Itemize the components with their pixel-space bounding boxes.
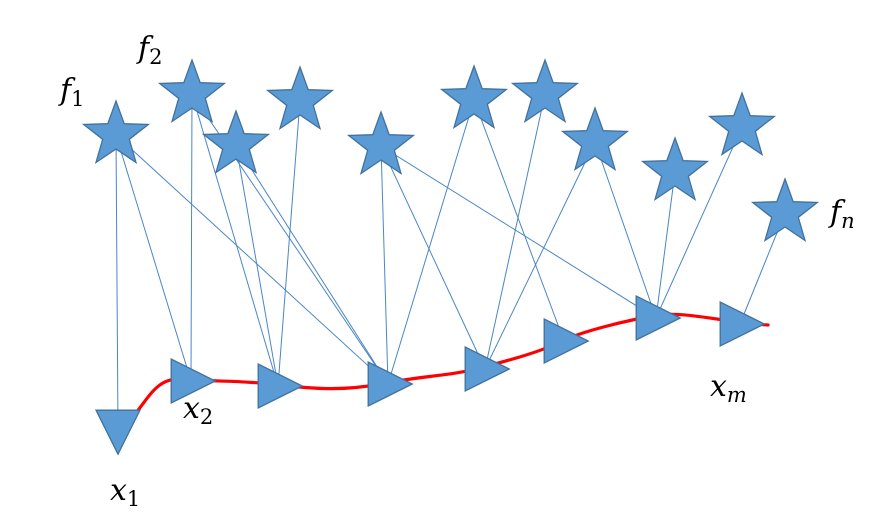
observation-edge bbox=[655, 126, 743, 319]
observation-edge bbox=[594, 141, 657, 319]
label-fn: fn bbox=[828, 195, 855, 233]
star-icon bbox=[510, 58, 580, 124]
robot-poses bbox=[94, 294, 766, 456]
triangle-icon bbox=[719, 300, 766, 348]
star-icon bbox=[439, 64, 509, 130]
label-f2-sub: 2 bbox=[149, 45, 162, 69]
observation-edge bbox=[191, 93, 279, 387]
triangle-icon bbox=[543, 317, 590, 365]
label-x1-sub: 1 bbox=[127, 487, 140, 511]
observation-edge bbox=[484, 141, 596, 370]
star-icon bbox=[265, 65, 335, 131]
landmarks bbox=[81, 58, 820, 243]
star-icon bbox=[640, 136, 710, 202]
star-icon bbox=[201, 109, 271, 175]
triangle-icon bbox=[635, 294, 682, 342]
observation-edge bbox=[655, 171, 676, 319]
observation-edge bbox=[190, 93, 193, 382]
observation-edge bbox=[235, 144, 389, 385]
star-icon bbox=[560, 106, 630, 172]
observation-edge bbox=[115, 134, 192, 382]
label-xm-base: x bbox=[710, 369, 727, 404]
observation-edge bbox=[380, 145, 657, 319]
label-x2-base: x bbox=[183, 391, 200, 426]
observation-edge bbox=[387, 99, 475, 385]
star-icon bbox=[157, 58, 227, 124]
label-f2: f2 bbox=[136, 31, 162, 69]
observation-edge bbox=[235, 144, 279, 387]
observation-edge bbox=[380, 145, 486, 370]
label-f1-sub: 1 bbox=[71, 87, 84, 111]
star-icon bbox=[750, 177, 820, 243]
label-fn-sub: n bbox=[841, 209, 855, 233]
star-icon bbox=[346, 110, 416, 176]
label-x1-base: x bbox=[110, 473, 127, 508]
label-x2: x2 bbox=[183, 391, 213, 429]
label-x2-sub: 2 bbox=[200, 405, 213, 429]
triangle-icon bbox=[367, 360, 414, 408]
star-icon bbox=[81, 99, 151, 165]
triangle-icon bbox=[94, 409, 142, 456]
robot-trajectory bbox=[133, 312, 770, 416]
star-icon bbox=[707, 91, 777, 157]
label-f1: f1 bbox=[58, 73, 84, 111]
observation-edge bbox=[484, 93, 546, 370]
label-xm-sub: m bbox=[727, 383, 747, 407]
observation-edge bbox=[380, 145, 389, 385]
triangle-icon bbox=[257, 362, 304, 410]
observation-edge bbox=[115, 134, 389, 385]
label-xm: xm bbox=[710, 369, 747, 407]
label-x1: x1 bbox=[110, 473, 140, 511]
observation-edge bbox=[277, 100, 301, 387]
triangle-icon bbox=[170, 357, 217, 405]
observation-edge bbox=[115, 134, 119, 431]
observation-edge bbox=[473, 99, 565, 342]
triangle-icon bbox=[464, 345, 511, 393]
